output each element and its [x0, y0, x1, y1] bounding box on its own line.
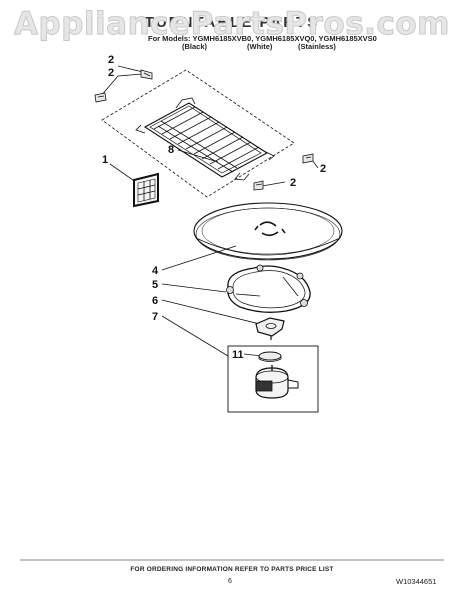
page-title: TURNTABLE PARTS — [144, 14, 320, 31]
callout-11: 11 — [232, 349, 244, 361]
callout-labels: 2 2 8 2 1 2 4 5 6 7 11 — [102, 54, 326, 361]
roller-support — [226, 264, 311, 313]
finish-white: (White) — [247, 42, 273, 51]
callout-8: 8 — [168, 144, 174, 156]
clip-right — [302, 153, 314, 164]
callout-2-right: 2 — [320, 163, 326, 175]
finish-stainless: (Stainless) — [298, 42, 336, 51]
page-number: 6 — [228, 578, 232, 585]
callout-2-left: 2 — [108, 67, 114, 79]
rack-frame — [101, 69, 295, 198]
filter-part — [133, 172, 159, 208]
coupler-part — [255, 317, 285, 340]
watermark: AppliancePartsPros.com — [14, 6, 450, 43]
document-number: W10344651 — [396, 577, 437, 586]
callout-4: 4 — [152, 265, 159, 277]
clip-left — [94, 92, 107, 103]
callout-5: 5 — [152, 279, 158, 291]
wire-rack — [135, 97, 275, 181]
callout-6: 6 — [152, 295, 158, 307]
clip-top — [140, 69, 153, 80]
turntable-tray — [193, 202, 343, 261]
callout-7: 7 — [152, 311, 158, 323]
finish-black: (Black) — [182, 42, 208, 51]
callout-2-top: 2 — [108, 54, 114, 66]
motor-shaft-cap — [258, 351, 282, 361]
models-line: For Models: YGMH6185XVB0, YGMH6185XVQ0, … — [148, 34, 377, 43]
clip-bottom — [253, 180, 264, 191]
callout-2-bottom: 2 — [290, 177, 296, 189]
ordering-note: FOR ORDERING INFORMATION REFER TO PARTS … — [130, 566, 334, 573]
motor-assembly-box — [227, 345, 319, 413]
callout-1: 1 — [102, 154, 108, 166]
turntable-motor — [255, 365, 299, 399]
leader-lines — [99, 65, 319, 357]
